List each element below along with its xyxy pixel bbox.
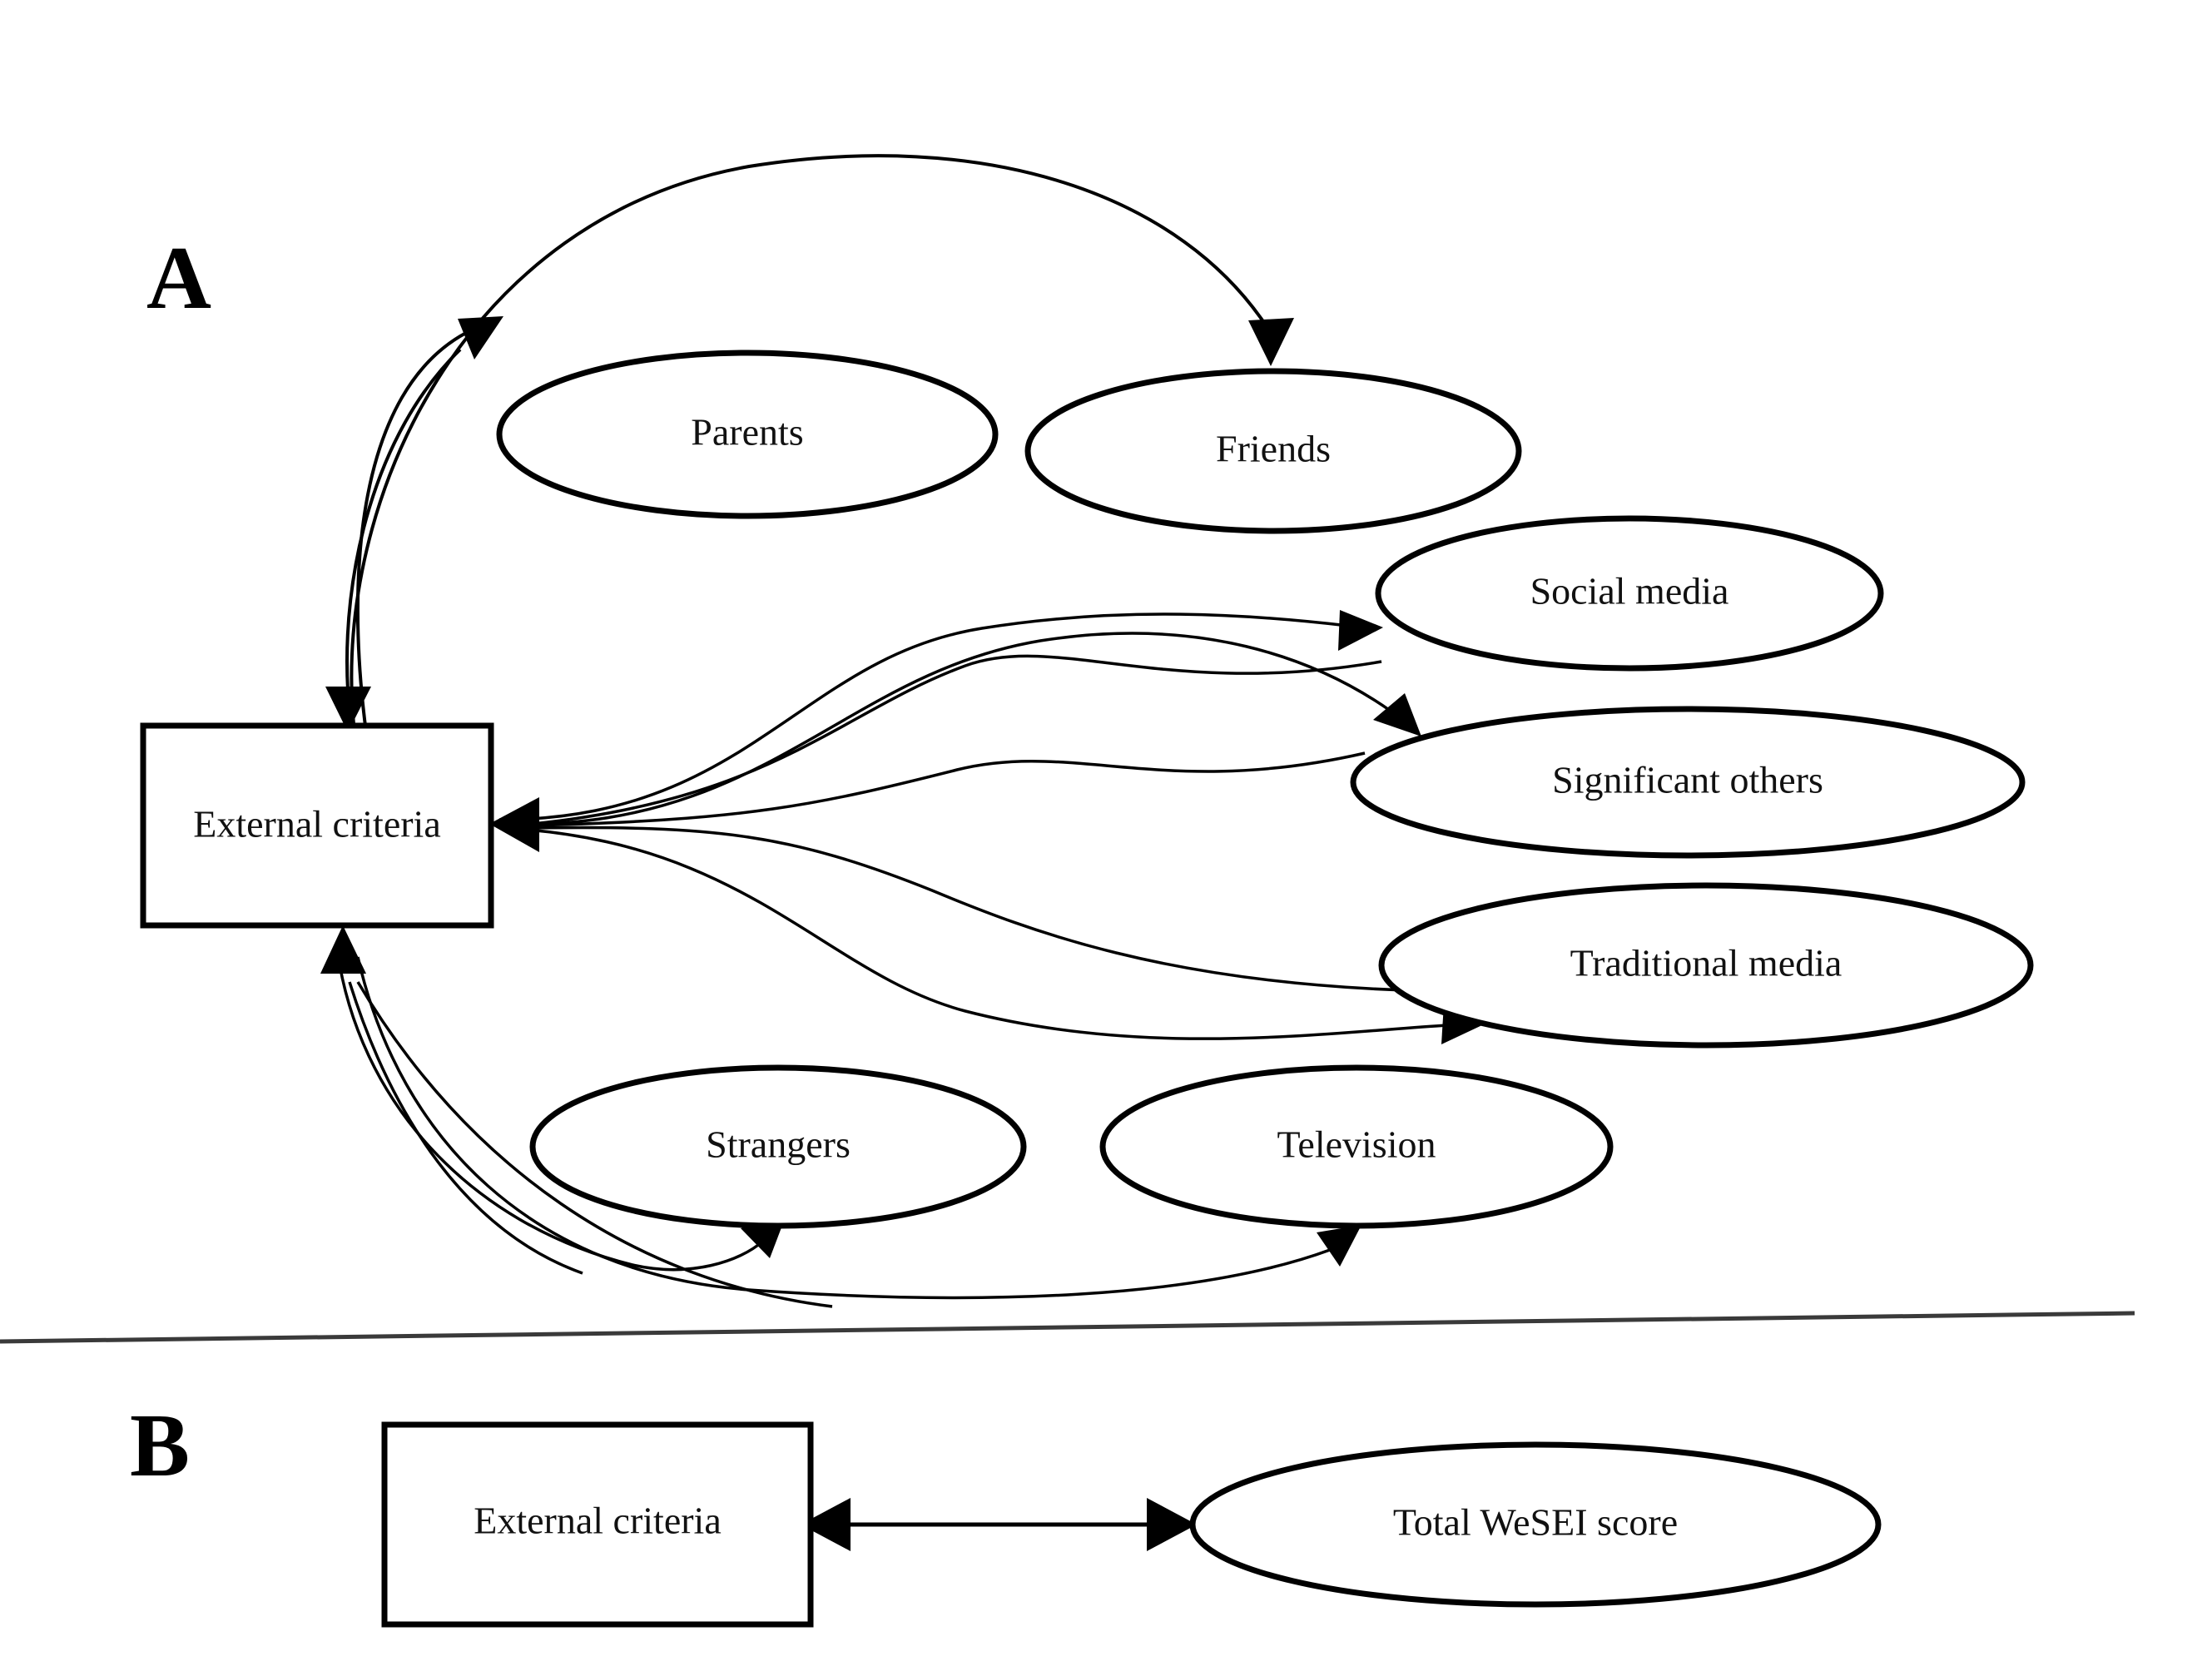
arrowhead-friends: [1248, 318, 1294, 366]
traditional-media-ellipse[interactable]: [1378, 882, 2034, 1049]
strangers-ellipse[interactable]: [529, 1064, 1027, 1229]
panel-b: B External criteria Total WeSEI score: [130, 1396, 1882, 1628]
arrowhead-external-criteria-b: [801, 1498, 851, 1551]
strangers-label: Strangers: [706, 1123, 851, 1166]
arrowhead-total-wesei: [1147, 1498, 1197, 1551]
external-criteria-rect-b[interactable]: [381, 1421, 814, 1628]
television-label: Television: [1277, 1123, 1436, 1166]
traditional-media-label: Traditional media: [1570, 942, 1843, 984]
edge-external-to-significant-others: [503, 632, 1393, 826]
node-strangers[interactable]: Strangers: [529, 1064, 1027, 1229]
node-total-wesei-score[interactable]: Total WeSEI score: [1189, 1441, 1882, 1608]
friends-ellipse[interactable]: [1024, 368, 1522, 534]
panel-b-label: B: [130, 1396, 190, 1495]
panel-a-label: A: [146, 229, 211, 328]
total-wesei-score-label: Total WeSEI score: [1393, 1501, 1678, 1544]
parents-ellipse[interactable]: [496, 350, 999, 519]
social-media-label: Social media: [1530, 570, 1729, 612]
edge-external-to-traditional-media: [503, 826, 1449, 1040]
edge-traditional-media-to-external: [532, 826, 1407, 992]
arrowhead-parents: [458, 316, 503, 359]
social-media-ellipse[interactable]: [1375, 515, 1884, 672]
node-friends[interactable]: Friends: [1024, 368, 1522, 534]
arrowhead-external-right: [489, 797, 539, 852]
external-criteria-rect-a[interactable]: [140, 722, 494, 929]
total-wesei-score-ellipse[interactable]: [1189, 1441, 1882, 1608]
edge-external-to-friends: [350, 154, 1272, 725]
external-criteria-label-b: External criteria: [474, 1500, 722, 1542]
arrowhead-social-media: [1338, 610, 1383, 651]
arrowhead-television: [1317, 1225, 1361, 1267]
node-external-criteria-a[interactable]: External criteria: [140, 722, 494, 929]
node-traditional-media[interactable]: Traditional media: [1378, 882, 2034, 1049]
arrowhead-significant-others: [1373, 693, 1421, 736]
external-criteria-label-a: External criteria: [193, 803, 441, 845]
edge-parents-to-external: [345, 348, 462, 692]
node-social-media[interactable]: Social media: [1375, 515, 1884, 672]
panel-b-nodes: External criteria Total WeSEI score: [381, 1421, 1882, 1628]
edge-external-to-social-media: [498, 612, 1349, 821]
friends-label: Friends: [1216, 428, 1331, 470]
panel-a: A: [140, 154, 2034, 1308]
arrowhead-external-top: [325, 687, 371, 732]
node-television[interactable]: Television: [1099, 1064, 1614, 1229]
panel-b-edges: [801, 1498, 1197, 1551]
television-ellipse[interactable]: [1099, 1064, 1614, 1229]
panel-a-nodes: External criteria Parents Friends Social…: [140, 350, 2034, 1229]
significant-others-ellipse[interactable]: [1350, 706, 2026, 859]
node-parents[interactable]: Parents: [496, 350, 999, 519]
arrowhead-external-bottom: [320, 925, 366, 974]
parents-label: Parents: [691, 411, 803, 454]
edge-television-to-external: [356, 981, 833, 1308]
significant-others-label: Significant others: [1552, 759, 1823, 801]
edge-external-to-strangers: [335, 948, 764, 1272]
panel-divider: [0, 1311, 2135, 1344]
node-significant-others[interactable]: Significant others: [1350, 706, 2026, 859]
edge-significant-others-to-external: [532, 751, 1366, 827]
edge-strangers-to-external: [348, 981, 583, 1275]
node-external-criteria-b[interactable]: External criteria: [381, 1421, 814, 1628]
edge-external-to-parents: [355, 331, 467, 733]
edge-social-media-to-external: [532, 654, 1382, 826]
